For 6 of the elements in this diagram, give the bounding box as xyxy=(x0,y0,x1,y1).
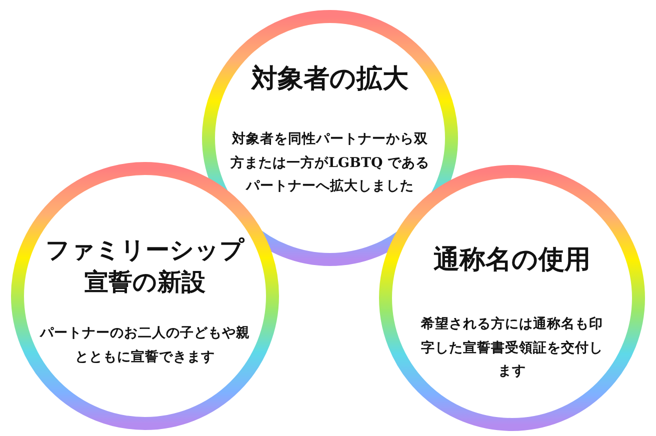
heading: ファミリーシップ宣誓の新設 xyxy=(44,234,246,298)
description: 希望される方には通称名も印字した宣誓書受領証を交付します xyxy=(420,315,604,382)
heading: 通称名の使用 xyxy=(432,244,592,277)
heading: 対象者の拡大 xyxy=(250,63,410,96)
description: パートナーのお二人の子どもや親とともに宣誓できます xyxy=(38,324,251,367)
description: 対象者を同性パートナーから双方または一方がLGBTQ であるパートナーへ拡大しました xyxy=(230,130,430,196)
